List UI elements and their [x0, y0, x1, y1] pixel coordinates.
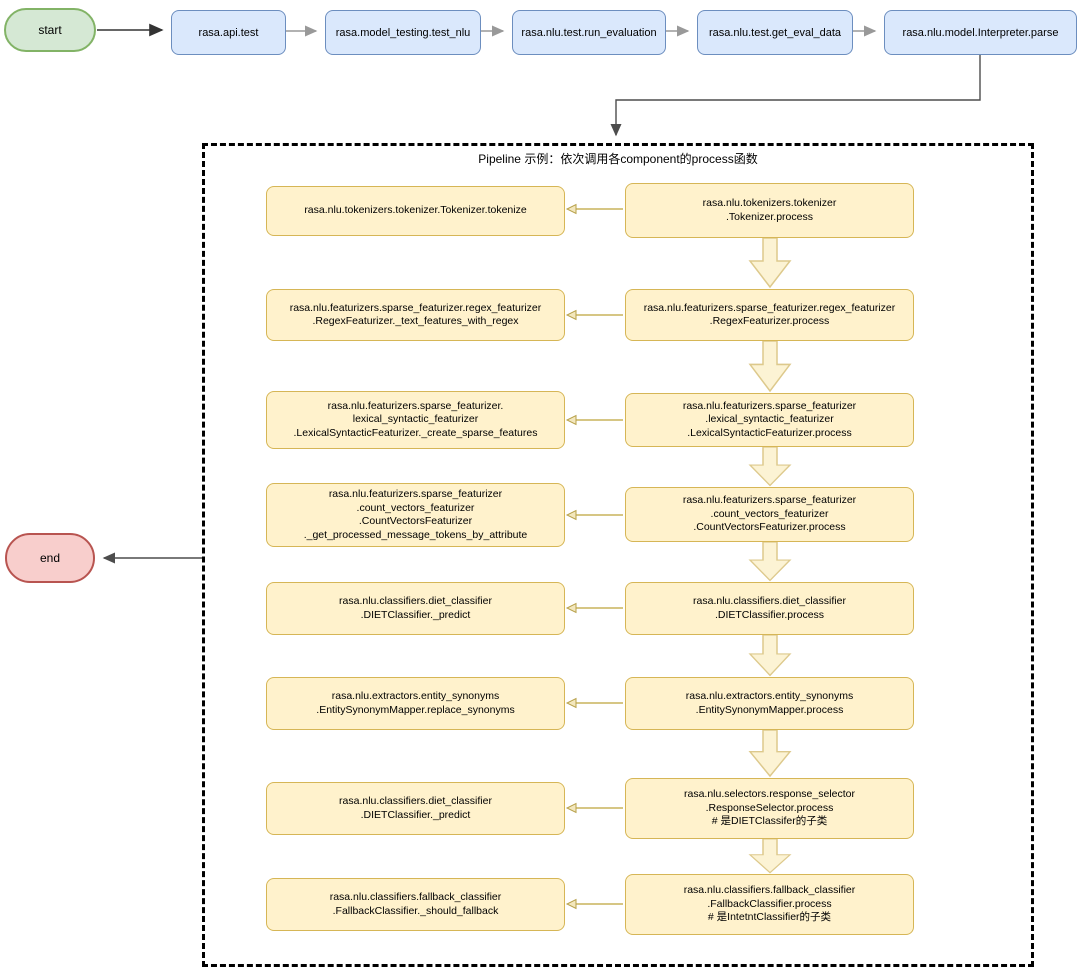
pipeline-impl-node: rasa.nlu.featurizers.sparse_featurizer.r…: [266, 289, 565, 341]
node-rasa-model-testing-test-nlu: rasa.model_testing.test_nlu: [325, 10, 481, 55]
pipeline-impl-node: rasa.nlu.featurizers.sparse_featurizer. …: [266, 391, 565, 449]
pipeline-process-node: rasa.nlu.classifiers.fallback_classifier…: [625, 874, 914, 935]
pipeline-process-node: rasa.nlu.featurizers.sparse_featurizer .…: [625, 487, 914, 542]
pipeline-process-node: rasa.nlu.featurizers.sparse_featurizer .…: [625, 393, 914, 447]
node-rasa-nlu-test-get-eval-data: rasa.nlu.test.get_eval_data: [697, 10, 853, 55]
node-rasa-nlu-test-run-evaluation: rasa.nlu.test.run_evaluation: [512, 10, 666, 55]
pipeline-impl-node: rasa.nlu.tokenizers.tokenizer.Tokenizer.…: [266, 186, 565, 236]
node-rasa-api-test: rasa.api.test: [171, 10, 286, 55]
pipeline-impl-node: rasa.nlu.extractors.entity_synonyms .Ent…: [266, 677, 565, 730]
pipeline-process-node: rasa.nlu.extractors.entity_synonyms .Ent…: [625, 677, 914, 730]
pipeline-impl-node: rasa.nlu.featurizers.sparse_featurizer .…: [266, 483, 565, 547]
pipeline-process-node: rasa.nlu.featurizers.sparse_featurizer.r…: [625, 289, 914, 341]
pipeline-impl-node: rasa.nlu.classifiers.fallback_classifier…: [266, 878, 565, 931]
pipeline-impl-node: rasa.nlu.classifiers.diet_classifier .DI…: [266, 582, 565, 635]
pipeline-container: [202, 143, 1034, 967]
pipeline-process-node: rasa.nlu.tokenizers.tokenizer .Tokenizer…: [625, 183, 914, 238]
pipeline-process-node: rasa.nlu.classifiers.diet_classifier .DI…: [625, 582, 914, 635]
pipeline-impl-node: rasa.nlu.classifiers.diet_classifier .DI…: [266, 782, 565, 835]
node-rasa-nlu-model-interpreter-parse: rasa.nlu.model.Interpreter.parse: [884, 10, 1077, 55]
start-node: start: [4, 8, 96, 52]
end-node: end: [5, 533, 95, 583]
pipeline-process-node: rasa.nlu.selectors.response_selector .Re…: [625, 778, 914, 839]
pipeline-container-title: Pipeline 示例：依次调用各component的process函数: [478, 152, 758, 166]
